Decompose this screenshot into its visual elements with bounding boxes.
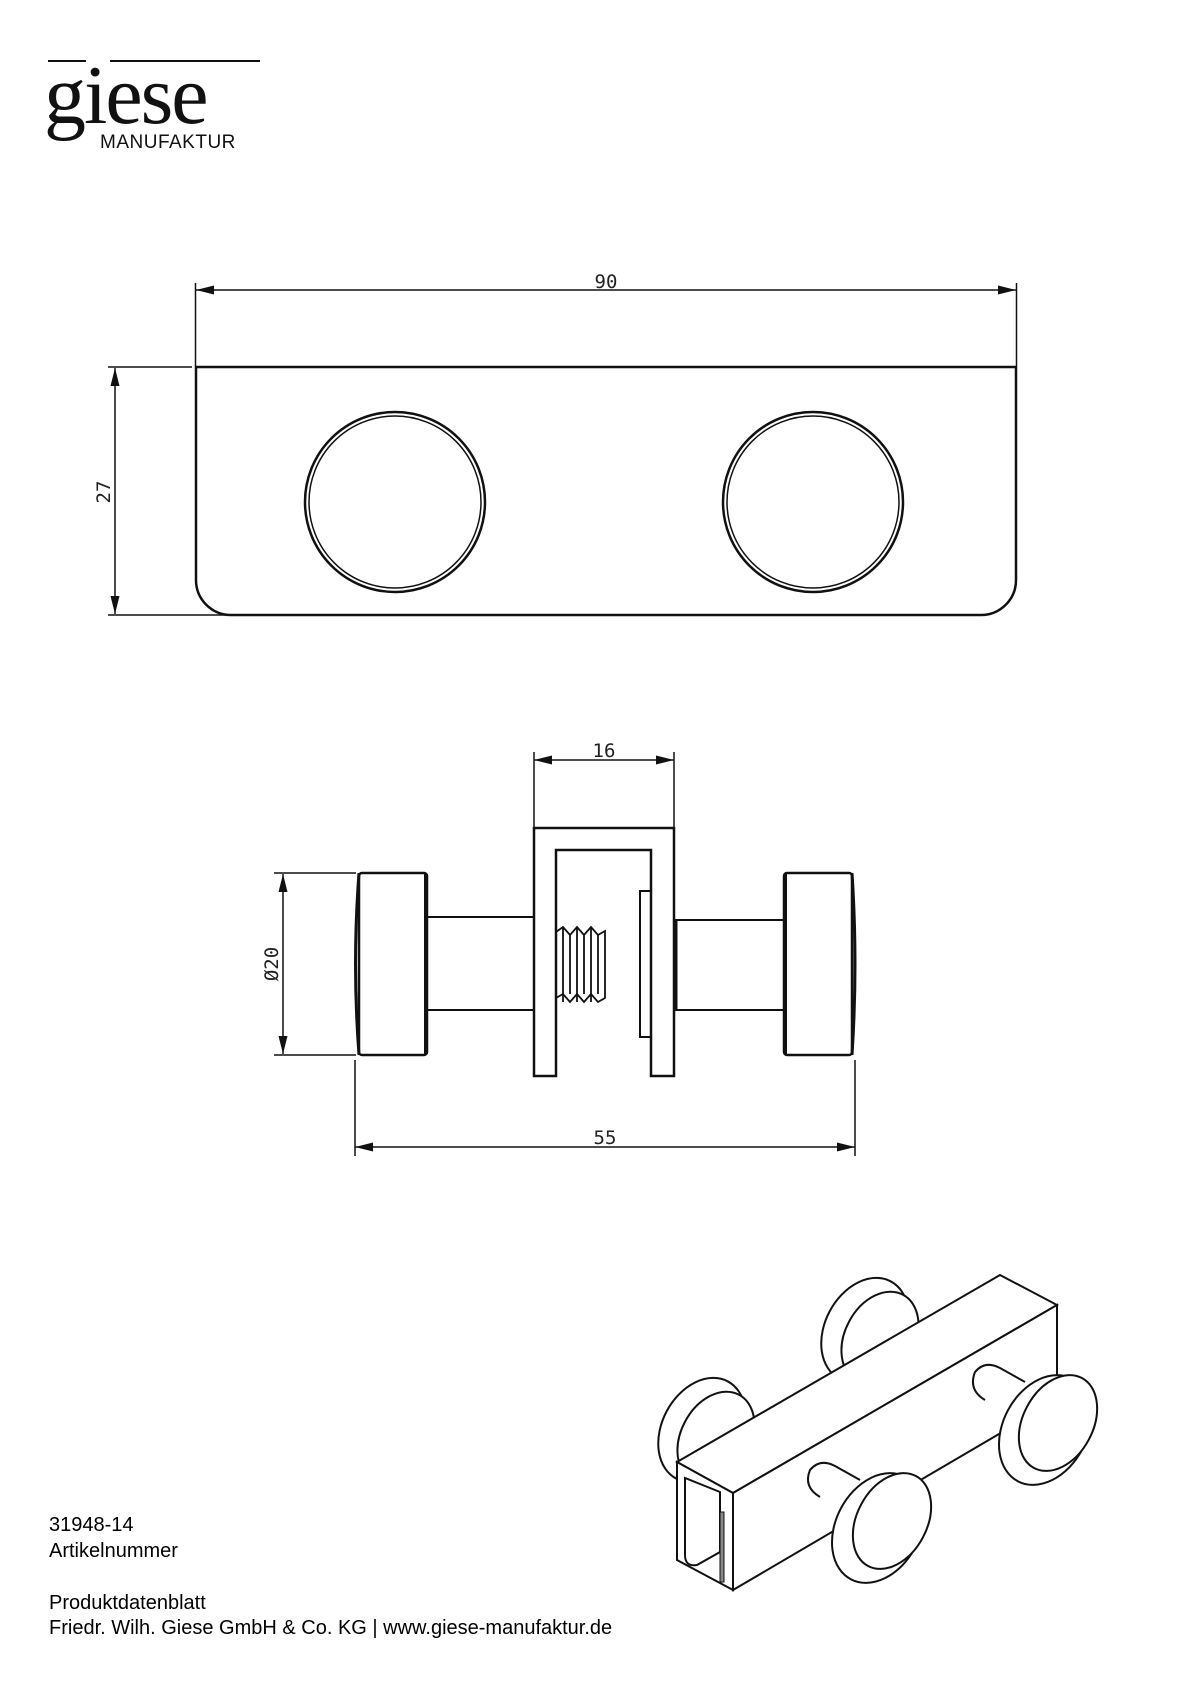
dim-height: 27 bbox=[93, 481, 115, 504]
isometric-view bbox=[657, 1273, 1099, 1592]
logo-subtitle: MANUFAKTUR bbox=[100, 132, 236, 153]
document-type: Produktdatenblatt bbox=[49, 1592, 206, 1614]
logo-rule-left bbox=[48, 60, 86, 62]
logo-rule-right bbox=[110, 60, 260, 62]
company-line: Friedr. Wilh. Giese GmbH & Co. KG | www.… bbox=[49, 1617, 613, 1639]
brand-logo: giese MANUFAKTUR bbox=[44, 54, 260, 154]
article-number-label: Artikelnummer bbox=[49, 1540, 178, 1562]
dim-overall-length: 55 bbox=[594, 1127, 617, 1149]
logo-wordmark: giese bbox=[44, 49, 209, 142]
front-view bbox=[108, 283, 1018, 617]
side-view bbox=[274, 752, 857, 1156]
dim-knob-diameter: Ø20 bbox=[261, 947, 283, 981]
dim-clamp-width: 16 bbox=[593, 740, 616, 762]
dim-width: 90 bbox=[595, 271, 618, 293]
article-number: 31948-14 bbox=[49, 1514, 134, 1536]
